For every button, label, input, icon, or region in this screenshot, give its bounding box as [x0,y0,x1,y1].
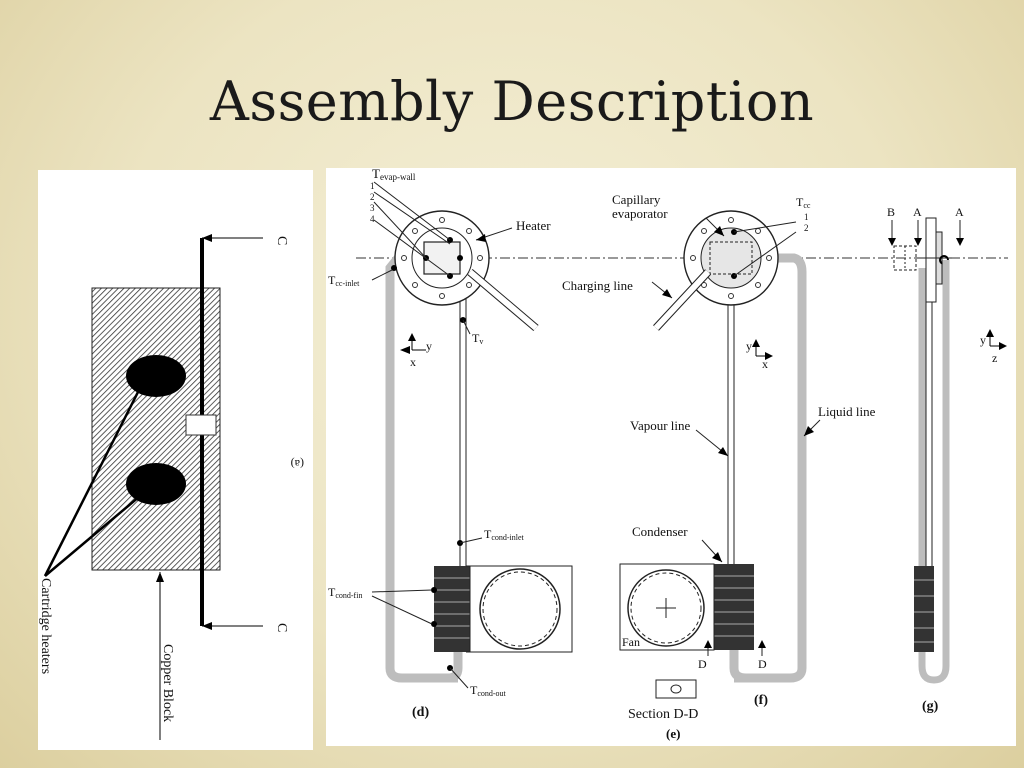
section-dd-label: Section D-D [628,707,698,722]
loop-heat-pipe-figure: Tevap-wall 1 2 3 4 Heater Tcc-inlet Tv y… [326,166,1016,746]
condenser-label: Condenser [632,524,688,539]
axes-g: y z [980,329,1007,365]
svg-text:x: x [762,357,768,371]
section-a-right-label: A [955,205,964,219]
liquid-line-f [734,253,807,683]
sensor-slot [185,414,217,436]
cc-probe-2-label: 2 [804,223,809,233]
t-cc-inlet-label: Tcc-inlet [328,273,360,288]
caption-f: (f) [754,693,768,708]
evaporator-flange-d [394,210,490,306]
side-view-g [893,217,952,684]
cartridge-heater-bottom [126,463,186,505]
svg-text:y: y [426,339,432,353]
figure-tag-a: (a) [291,457,304,471]
cartridge-heater-top [126,355,186,397]
liquid-line-d [385,255,458,683]
probe-4-label: 4 [370,214,375,224]
charging-line-label: Charging line [562,278,633,293]
caption-e: (e) [666,726,680,741]
t-evap-wall-label: Tevap-wall [372,168,416,182]
probe-3-label: 3 [370,203,375,213]
section-a-left-label: A [913,205,922,219]
probe-2-label: 2 [370,192,375,202]
section-label-top: C [274,236,289,245]
fan-label: Fan [622,635,640,649]
axes-f: y x [746,339,773,371]
probe-1-label: 1 [370,181,375,191]
section-d-left-label: D [698,657,707,671]
cc-probe-1-label: 1 [804,212,809,222]
t-cc-label: Tcc [796,195,811,210]
condenser-d [434,565,573,653]
return-bend-f [729,650,747,683]
svg-text:x: x [410,355,416,369]
section-label-bottom: C [274,623,289,632]
capillary-label-1: Capillary [612,192,661,207]
caption-d: (d) [412,705,429,720]
t-cond-inlet-label: Tcond-inlet [484,527,525,542]
section-b-label: B [887,205,895,219]
capillary-label-2: evaporator [612,206,668,221]
t-cond-fin-label: Tcond-fin [328,585,362,600]
t-cond-out-label: Tcond-out [470,683,507,698]
heater-label: Heater [516,218,551,233]
svg-text:z: z [992,351,997,365]
axes-d: y x [400,333,432,369]
section-dd-symbol [655,679,697,699]
svg-text:y: y [980,333,986,347]
caption-g: (g) [922,699,939,714]
t-v-label: Tv [472,331,483,346]
svg-text:y: y [746,339,752,353]
condenser-f [619,563,754,651]
slide-title: Assembly Description [209,70,815,133]
evaporator-flange-f [683,210,779,306]
copper-block-label: Copper Block [160,644,175,722]
copper-block-figure: C C Cartridge heaters Copper Block (a) [38,170,313,750]
vapour-line-label: Vapour line [630,418,691,433]
section-d-right-label: D [758,657,767,671]
liquid-line-label: Liquid line [818,404,876,419]
return-bend-d [447,652,463,683]
cartridge-heaters-label: Cartridge heaters [38,578,53,674]
